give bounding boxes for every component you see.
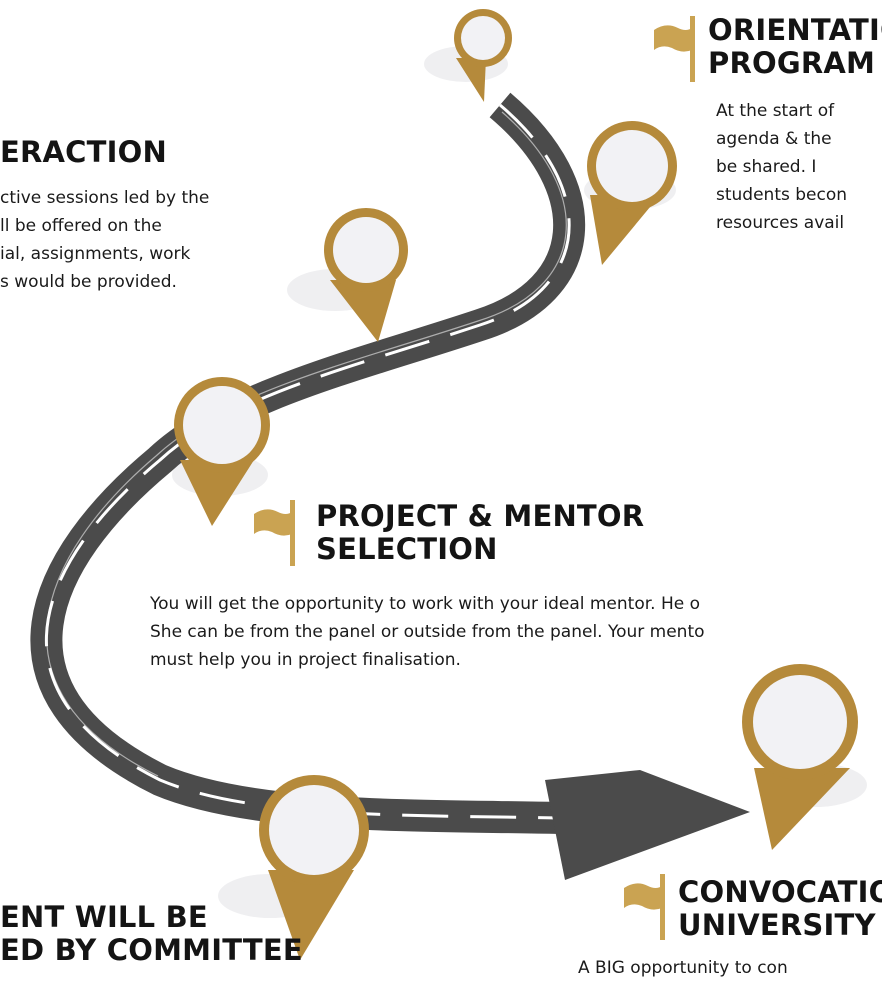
convocation-line: A BIG opportunity to con (578, 958, 788, 978)
convocation-title-line: CONVOCATIO (678, 875, 882, 909)
orientation-title-line: PROGRAM (708, 46, 876, 80)
orientation-line: be shared. I (716, 157, 817, 177)
interaction-line: ial, assignments, work (0, 244, 191, 264)
flag-icon (654, 16, 695, 82)
convocation-title: CONVOCATIO UNIVERSITY (678, 876, 882, 942)
project-mentor-title-line: SELECTION (316, 532, 498, 566)
interaction-title: ERACTION (0, 135, 167, 169)
map-pin-icon (324, 208, 408, 342)
orientation-title: ORIENTATIO PROGRAM (708, 14, 882, 80)
interaction-line: ctive sessions led by the (0, 188, 210, 208)
project-mentor-title: PROJECT & MENTOR SELECTION (316, 500, 644, 566)
convocation-description: A BIG opportunity to con (578, 954, 882, 982)
orientation-description: At the start of agenda & the be shared. … (716, 97, 882, 237)
map-pin-icon (174, 377, 270, 526)
map-pin-icon (259, 775, 369, 960)
convocation-title-line: UNIVERSITY (678, 908, 876, 942)
assessment-title: ENT WILL BE ED BY COMMITTEE (0, 901, 303, 967)
project-mentor-line: She can be from the panel or outside fro… (150, 622, 705, 642)
assessment-title-line: ED BY COMMITTEE (0, 933, 303, 967)
project-mentor-title-line: PROJECT & MENTOR (316, 499, 645, 533)
flag-icon (624, 874, 665, 940)
assessment-title-line: ENT WILL BE (0, 900, 208, 934)
project-mentor-line: You will get the opportunity to work wit… (150, 594, 701, 614)
project-mentor-line: must help you in project finalisation. (150, 650, 461, 670)
flag-icon (254, 500, 295, 566)
orientation-line: resources avail (716, 213, 845, 233)
map-pin-icon (742, 664, 858, 850)
orientation-line: students becon (716, 185, 848, 205)
orientation-line: At the start of (716, 101, 835, 121)
road-arrow-head (545, 770, 750, 880)
orientation-title-line: ORIENTATIO (708, 13, 882, 47)
interaction-description: ctive sessions led by the ll be offered … (0, 184, 276, 296)
interaction-line: ll be offered on the (0, 216, 162, 236)
project-mentor-description: You will get the opportunity to work wit… (150, 590, 882, 674)
map-pin-icon (587, 121, 677, 265)
map-pin-icon (454, 9, 512, 102)
orientation-line: agenda & the (716, 129, 832, 149)
interaction-line: s would be provided. (0, 272, 177, 292)
